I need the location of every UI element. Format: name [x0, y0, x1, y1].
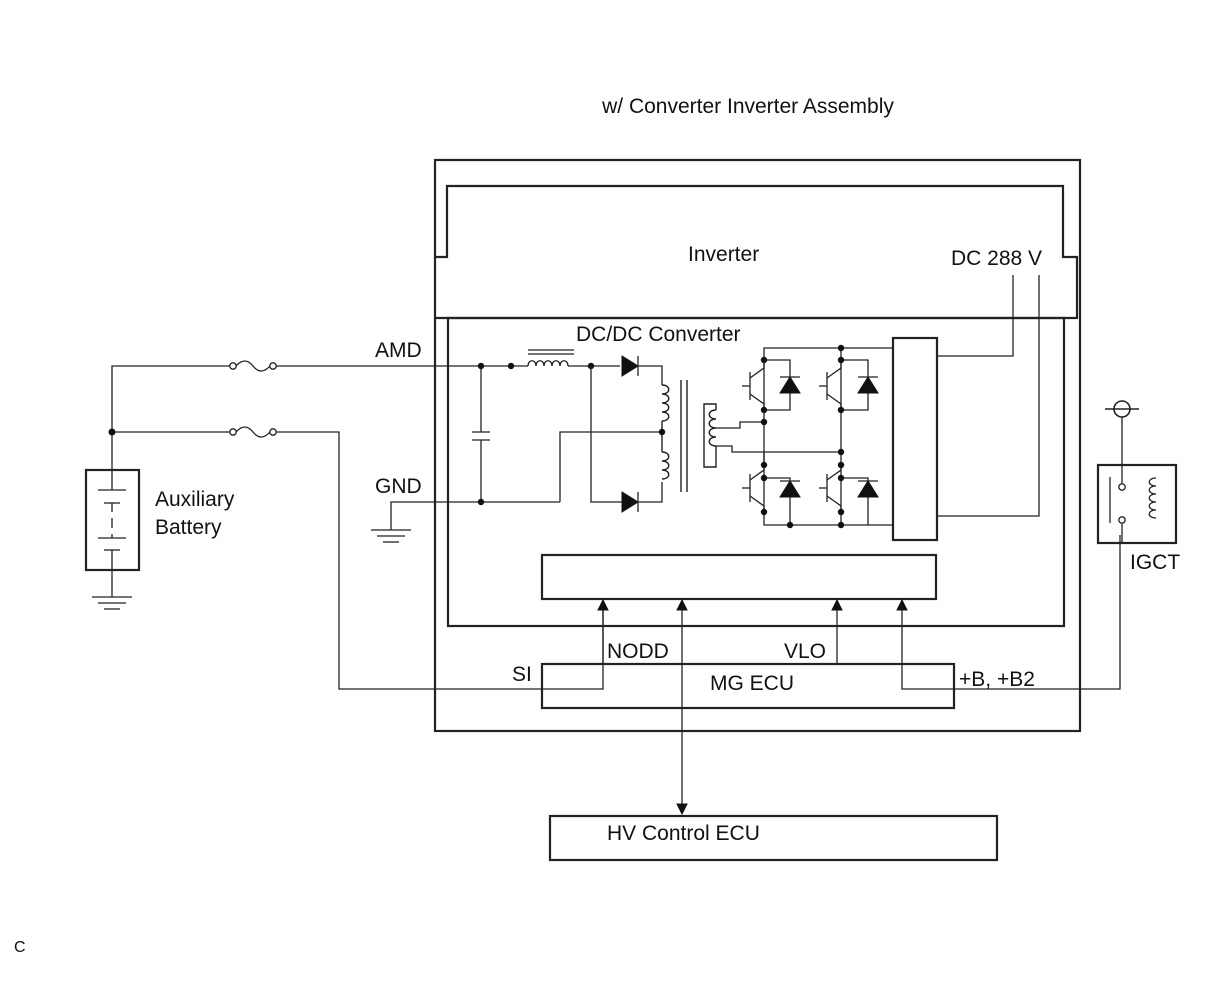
hv-ecu-communication-line — [676, 598, 688, 816]
switch-q2-icon — [819, 360, 879, 410]
primary-wire — [716, 421, 764, 429]
hv-control-ecu-block — [548, 814, 999, 862]
dc-288v-positive-wire — [937, 275, 1014, 357]
bridge-driver-block — [891, 336, 939, 542]
vlo-signal-line — [831, 598, 843, 664]
rectifier-diode-top-icon — [621, 355, 663, 385]
footnote-mark: C — [14, 939, 26, 956]
mg-ecu-label: MG ECU — [710, 672, 794, 695]
battery-cells-icon — [98, 470, 126, 570]
battery-label-line2: Battery — [155, 516, 222, 539]
transformer-icon — [661, 380, 717, 492]
battery-ground-icon — [92, 570, 132, 610]
junction-dot — [658, 428, 666, 436]
mg-ecu-block — [540, 662, 956, 710]
si-fuse-icon — [229, 426, 277, 438]
junction-dot — [507, 362, 515, 370]
junction-dot — [108, 428, 116, 436]
dc-voltage-label: DC 288 V — [951, 247, 1042, 270]
switch-q4-icon — [819, 465, 879, 512]
gnd-terminal-label: GND — [375, 475, 422, 498]
b-b2-terminal-label: +B, +B2 — [959, 668, 1035, 691]
switch-q3-icon — [742, 465, 801, 512]
inverter-label: Inverter — [688, 243, 759, 266]
vlo-terminal-label: VLO — [784, 640, 826, 663]
converter-inverter-assembly-box — [433, 158, 1082, 733]
inverter-block — [435, 184, 1079, 320]
center-tap-wire — [559, 431, 662, 502]
filter-capacitor-icon — [472, 366, 490, 502]
junction-dot — [477, 498, 485, 506]
igct-power-source-icon — [1105, 400, 1139, 465]
nodd-terminal-label: NODD — [607, 640, 669, 663]
battery-feed-wires — [111, 365, 230, 470]
bridge-rails — [763, 347, 893, 526]
si-terminal-label: SI — [512, 663, 532, 686]
rectifier-diode-bottom-icon — [590, 366, 663, 513]
igct-relay — [1096, 463, 1178, 545]
nodd-signal-line — [597, 598, 609, 664]
dc-dc-converter-label: DC/DC Converter — [576, 323, 741, 346]
junction-dot — [477, 362, 485, 370]
primary-wire — [716, 445, 841, 453]
gnd-ground-icon — [371, 501, 560, 543]
b-b2-power-line — [896, 535, 1121, 690]
dc-288v-negative-wire — [937, 275, 1040, 517]
battery-label-line1: Auxiliary — [155, 488, 235, 511]
bridge-junction-dots — [760, 344, 845, 529]
amd-terminal-label: AMD — [375, 339, 422, 362]
input-choke-icon — [527, 349, 620, 367]
hv-control-ecu-label: HV Control ECU — [607, 822, 760, 845]
dc-dc-converter-block — [446, 316, 1066, 628]
switch-q1-icon — [742, 360, 801, 410]
diagram-title: w/ Converter Inverter Assembly — [601, 95, 894, 118]
amd-fuse-icon — [229, 360, 277, 372]
igct-label: IGCT — [1130, 551, 1180, 574]
converter-control-module — [540, 553, 938, 601]
si-wire — [276, 431, 604, 690]
igct-relay-contact-icon — [1109, 465, 1157, 543]
